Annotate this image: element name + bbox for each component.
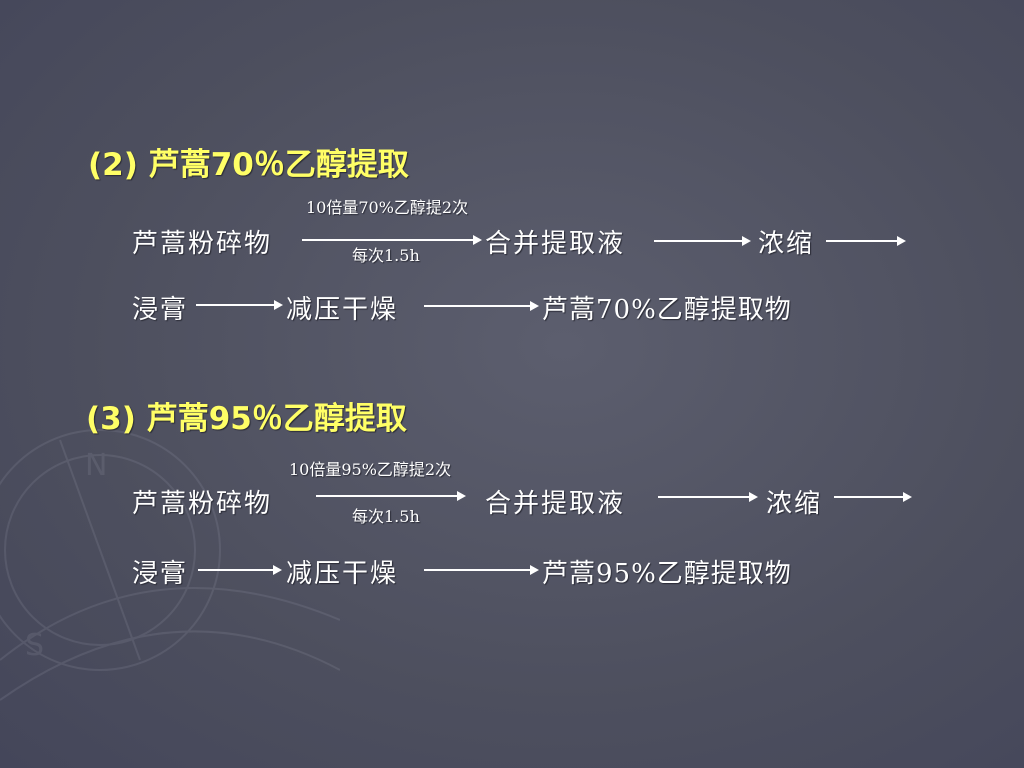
section-3-row2-start: 浸膏 (132, 559, 189, 589)
section-2-row1-end: 浓缩 (758, 229, 815, 259)
compass-watermark-icon: N S (0, 429, 340, 701)
section-3-row1-start: 芦蒿粉碎物 (132, 489, 273, 519)
section-2-row2-end: 芦蒿70%乙醇提取物 (542, 295, 792, 325)
section-3-arrow-top-label: 10倍量95%乙醇提2次 (289, 460, 452, 479)
section-3-row2-end: 芦蒿95%乙醇提取物 (542, 559, 792, 589)
section-2-row2-start: 浸膏 (132, 295, 189, 325)
section-3-arrow-5 (424, 565, 539, 575)
section-3-arrow-1 (316, 491, 466, 501)
section-2-arrow-1 (302, 235, 482, 245)
svg-text:S: S (25, 628, 44, 663)
section-3-row1-mid: 合并提取液 (485, 489, 626, 519)
section-2-row1-mid: 合并提取液 (485, 229, 626, 259)
section-2-arrow-3 (826, 236, 906, 246)
section-2-row2-mid: 减压干燥 (286, 295, 399, 325)
section-3-arrow-2 (658, 492, 758, 502)
section-2-row1-start: 芦蒿粉碎物 (132, 229, 273, 259)
section-3-arrow-4 (198, 565, 282, 575)
section-3-heading: (3) 芦蒿95％乙醇提取 (86, 401, 407, 437)
section-2-arrow-4 (196, 300, 283, 310)
section-2-heading: (2) 芦蒿70％乙醇提取 (88, 147, 409, 183)
section-3-arrow-bottom-label: 每次1.5h (352, 507, 420, 526)
section-2-arrow-5 (424, 301, 539, 311)
section-3-row2-mid: 减压干燥 (286, 559, 399, 589)
section-2-arrow-2 (654, 236, 751, 246)
section-2-arrow-top-label: 10倍量70%乙醇提2次 (306, 198, 469, 217)
svg-text:N: N (85, 448, 107, 483)
section-3-arrow-3 (834, 492, 912, 502)
section-2-arrow-bottom-label: 每次1.5h (352, 246, 420, 265)
section-3-row1-end: 浓缩 (766, 489, 823, 519)
